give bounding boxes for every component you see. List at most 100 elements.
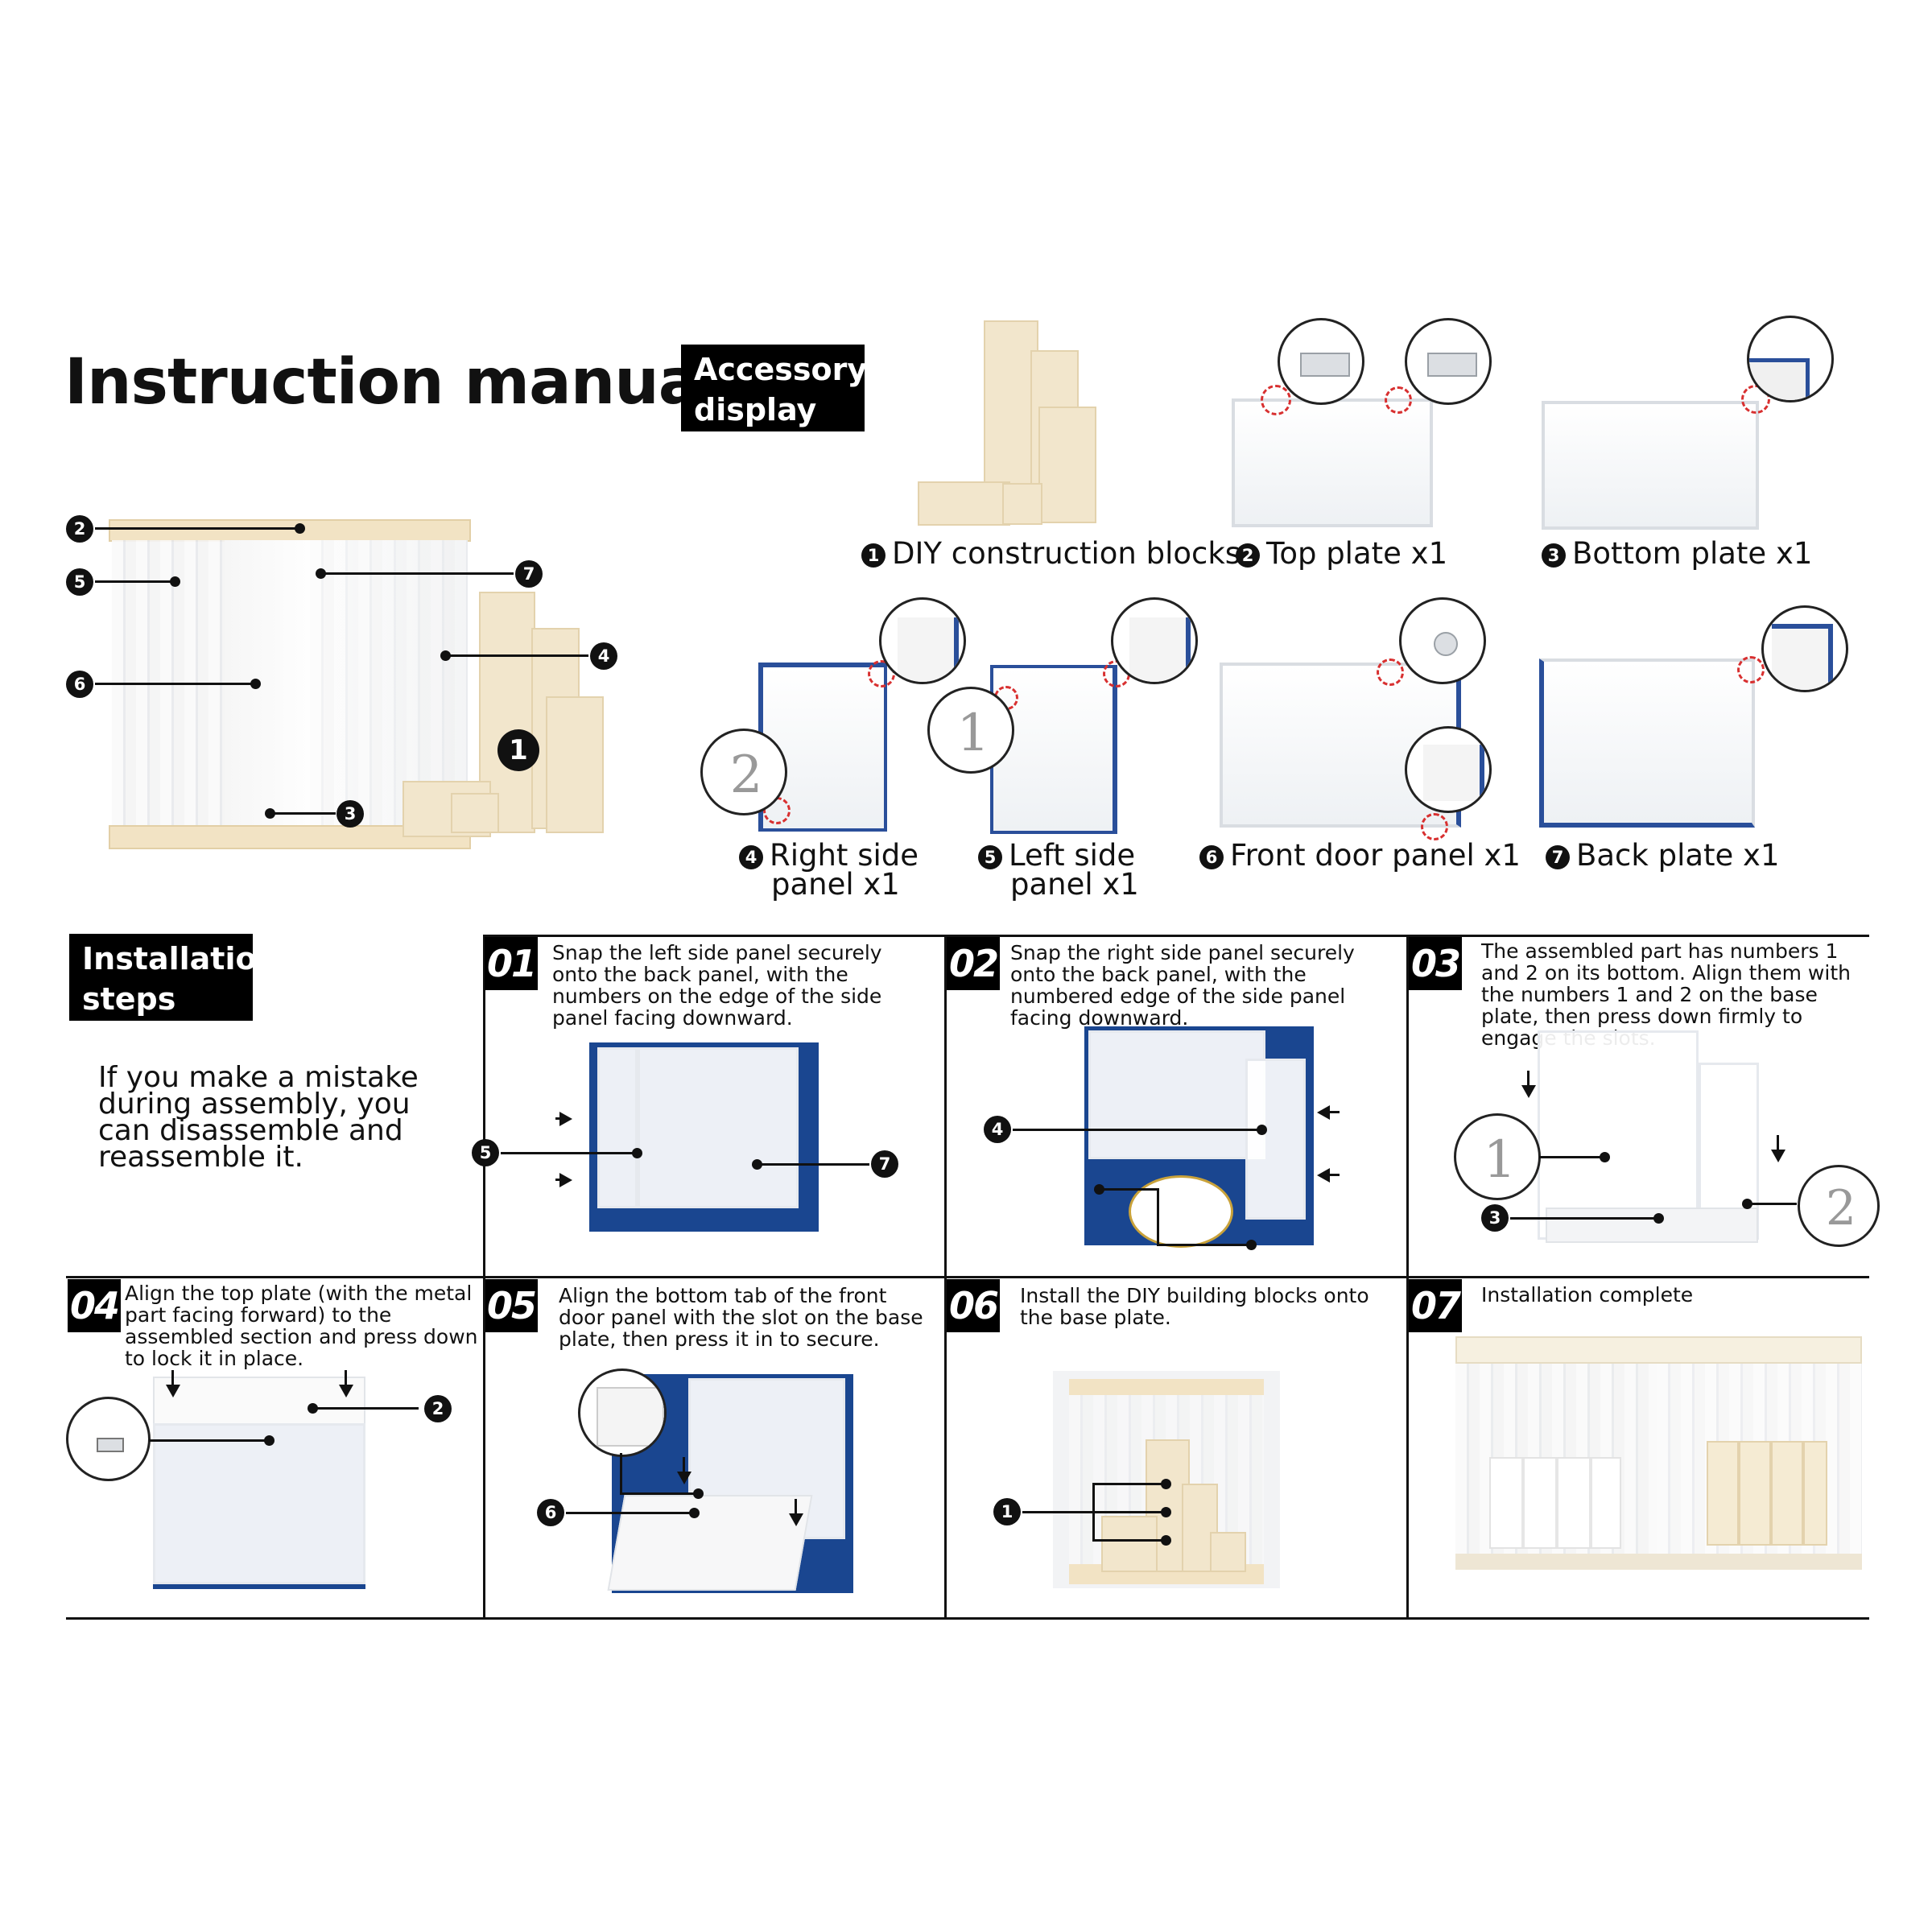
leader-line (1539, 1152, 1610, 1162)
leader-line (566, 1508, 700, 1518)
arrow-left-icon (1317, 1105, 1330, 1120)
magnifier-circle: 2 (700, 729, 787, 815)
step-text-01: Snap the left side panel securely onto t… (552, 941, 882, 1030)
leader-line (501, 1148, 642, 1158)
callout-4: 4 (984, 1116, 1011, 1143)
leader-line (316, 568, 514, 579)
step-number-02: 02 (947, 937, 1000, 990)
leader-line (1094, 1184, 1157, 1195)
grid-line (944, 935, 947, 1619)
magnifier-circle: 1 (927, 687, 1014, 774)
step-text-05: Align the bottom tab of the front door p… (559, 1284, 923, 1351)
magnifier-circle (1405, 318, 1492, 405)
step-number-03: 03 (1409, 937, 1462, 990)
top-plate-image (1232, 398, 1433, 527)
leader-line (752, 1159, 869, 1170)
magnifier-circle (578, 1368, 667, 1457)
grid-line (66, 1617, 1869, 1620)
arrow-right-icon (559, 1173, 572, 1187)
step-02-image (1084, 1026, 1314, 1248)
step-text-04: Align the top plate (with the metal part… (125, 1282, 478, 1370)
callout-1: 1 (993, 1498, 1021, 1525)
arrow-down-icon (1521, 1085, 1536, 1098)
detail-marker (1737, 656, 1765, 683)
block-piece (451, 793, 499, 833)
grid-line (66, 1276, 1869, 1278)
arrow-right-icon (559, 1112, 572, 1126)
leader-line (1092, 1507, 1171, 1517)
leader-line (440, 650, 588, 661)
step-text-03: The assembled part has numbers 1 and 2 o… (1481, 939, 1851, 1050)
magnifier-circle (66, 1397, 151, 1481)
magnifier-circle: 2 (1798, 1165, 1880, 1247)
accessory-display-label: Accessory display (681, 345, 867, 431)
magnifier-circle (1278, 318, 1364, 405)
diy-blocks-image (1038, 407, 1096, 523)
magnifier-circle (1761, 605, 1848, 692)
callout-5: 5 (472, 1139, 499, 1166)
step-number-01: 01 (485, 937, 538, 990)
installation-steps-label: Installation steps (69, 934, 279, 1021)
detail-marker (1385, 386, 1412, 414)
callout-3: 3 (1481, 1204, 1509, 1232)
magnifier-circle: 1 (1454, 1113, 1541, 1200)
magnifier-circle (1111, 597, 1198, 684)
magnifier-circle (1747, 316, 1834, 402)
magnifier-circle (1399, 597, 1486, 684)
leader-line (95, 576, 180, 587)
magnifier-circle (1405, 726, 1492, 813)
callout-6: 6 (537, 1499, 564, 1526)
arrow-down-icon (789, 1513, 803, 1526)
leader-line (1157, 1240, 1257, 1250)
leader-line (95, 679, 261, 689)
diy-blocks-image (918, 481, 1010, 526)
leader-line (308, 1403, 419, 1414)
leader-line (265, 808, 336, 819)
leader-line (1742, 1199, 1797, 1209)
arrow-down-icon (166, 1385, 180, 1397)
leader-line (1013, 1125, 1267, 1135)
arrow-down-icon (1771, 1150, 1785, 1162)
callout-7: 7 (871, 1150, 898, 1178)
leader-line (1092, 1479, 1171, 1489)
step-number-07: 07 (1409, 1279, 1462, 1332)
callout-5: 5 (66, 568, 93, 596)
step-01-image (589, 1042, 819, 1232)
block-column (546, 696, 604, 833)
mistake-note: If you make a mistake during assembly, y… (98, 1061, 419, 1174)
step-number-04: 04 (68, 1279, 121, 1332)
leader-line (95, 523, 305, 534)
step-04-image (153, 1377, 365, 1589)
leader-line (1092, 1535, 1171, 1546)
detail-marker (1377, 658, 1404, 686)
callout-3: 3 (336, 800, 364, 828)
callout-4: 4 (590, 642, 617, 670)
step-text-02: Snap the right side panel securely onto … (1010, 941, 1355, 1030)
diy-blocks-image (1002, 483, 1042, 525)
callout-6: 6 (66, 671, 93, 698)
bottom-plate-image (1542, 401, 1759, 530)
grid-line (1406, 935, 1409, 1619)
callout-2: 2 (66, 515, 93, 543)
arrow-left-icon (1317, 1168, 1330, 1183)
callout-2: 2 (424, 1395, 452, 1422)
leader-line (620, 1488, 704, 1499)
leader-line (149, 1435, 275, 1446)
step-03-image (1538, 1030, 1763, 1248)
callout-1: 1 (497, 729, 539, 771)
callout-7: 7 (515, 560, 543, 588)
step-text-06: Install the DIY building blocks onto the… (1020, 1284, 1369, 1329)
arrow-down-icon (339, 1385, 353, 1397)
detail-marker (1421, 813, 1448, 840)
magnifier-circle (879, 597, 966, 684)
step-text-07: Installation complete (1481, 1283, 1694, 1307)
arrow-down-icon (677, 1472, 691, 1484)
page-title: Instruction manual (64, 346, 721, 419)
